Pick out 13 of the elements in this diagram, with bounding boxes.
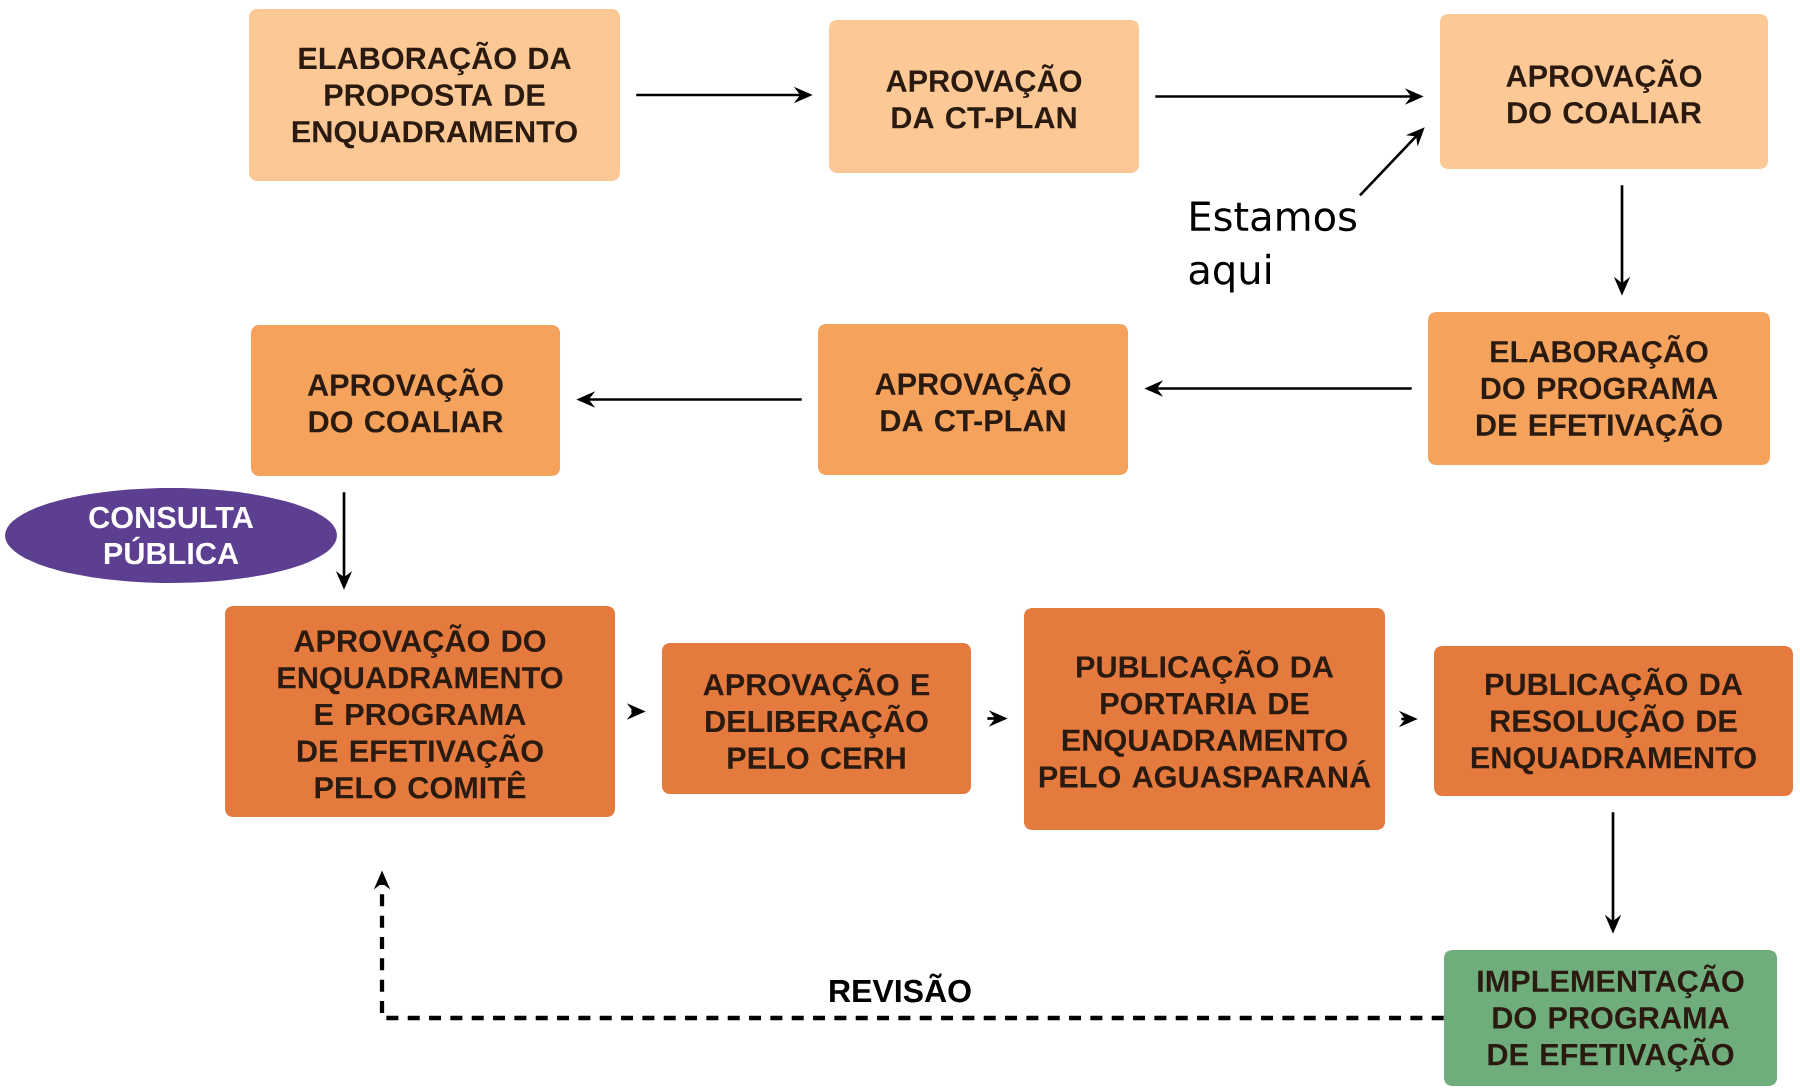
process-box: ELABORAÇÃO DA PROPOSTA DE ENQUADRAMENTO <box>249 9 620 181</box>
process-box: APROVAÇÃO DO ENQUADRAMENTO E PROGRAMA DE EFETIVAÇÃO PELO COMITÊ <box>225 606 615 817</box>
process-box: APROVAÇÃO DA CT-PLAN <box>818 324 1128 475</box>
process-box: PUBLICAÇÃO DA RESOLUÇÃO DE ENQUADRAMENTO <box>1434 646 1793 796</box>
process-box: APROVAÇÃO DA CT-PLAN <box>829 19 1139 174</box>
edge-label: REVISÃO <box>825 970 975 1006</box>
process-box: ELABORAÇÃO DO PROGRAMA DE EFETIVAÇÃO <box>1428 311 1770 466</box>
process-box: APROVAÇÃO DO COALIAR <box>250 325 561 476</box>
process-box: IMPLEMENTAÇÃO DO PROGRAMA DE EFETIVAÇÃO <box>1443 950 1778 1086</box>
note-text: Estamos aqui <box>1189 201 1356 293</box>
process-box: PUBLICAÇÃO DA PORTARIA DE ENQUADRAMENTO PELO AGUASPARANÁ <box>1024 608 1386 830</box>
process-box: APROVAÇÃO E DELIBERAÇÃO PELO CERH <box>661 643 972 794</box>
process-box: APROVAÇÃO DO COALIAR <box>1440 14 1768 169</box>
